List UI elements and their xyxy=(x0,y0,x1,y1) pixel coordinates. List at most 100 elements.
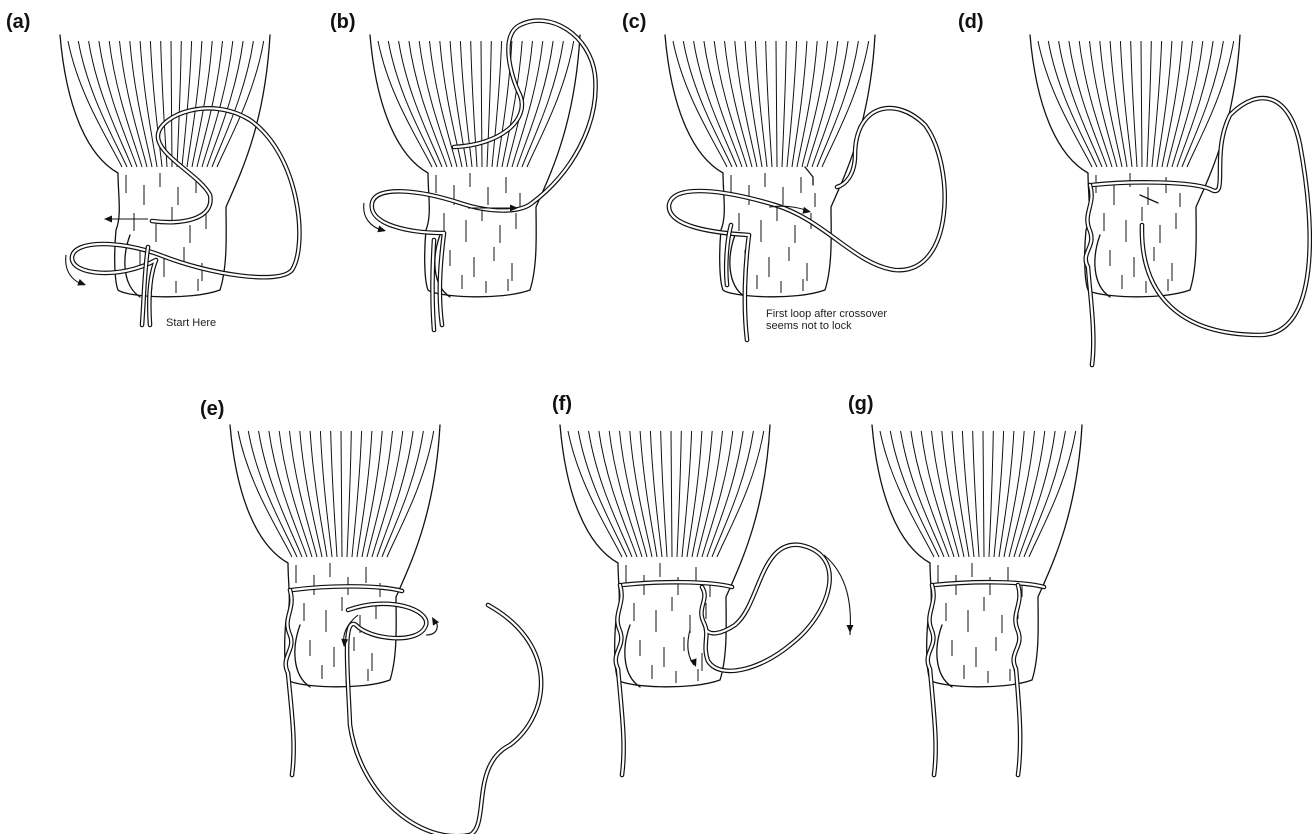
fiber-line xyxy=(983,431,984,557)
arrow-b-curl-head xyxy=(377,226,386,233)
fiber-line xyxy=(1182,41,1223,167)
fiber-line xyxy=(952,431,969,557)
fiber-line xyxy=(650,431,662,557)
fiber-line xyxy=(1157,41,1172,167)
fiber-line xyxy=(661,431,667,557)
broom-outline-f xyxy=(560,425,770,687)
fiber-line xyxy=(755,41,767,167)
annotation-first-loop-line2: seems not to lock xyxy=(766,320,852,332)
cord-b xyxy=(372,21,596,325)
fiber-line xyxy=(712,431,753,557)
fiber-line xyxy=(1059,41,1102,167)
cord-a-outline xyxy=(72,108,299,325)
broom-lobe-g xyxy=(937,625,952,687)
broom-g xyxy=(872,425,1082,775)
fiber-line xyxy=(177,41,181,167)
fiber-line xyxy=(1172,41,1203,167)
fiber-line xyxy=(320,431,332,557)
fiber-line xyxy=(1147,41,1151,167)
broom-outline-b xyxy=(370,35,580,297)
fiber-line xyxy=(817,41,858,167)
fiber-line xyxy=(187,41,202,167)
fiber-line xyxy=(341,431,342,557)
cord-e-right xyxy=(347,604,541,834)
fiber-line xyxy=(522,41,563,167)
fiber-line xyxy=(481,41,482,167)
broom-outline-d xyxy=(1030,35,1240,297)
fiber-line xyxy=(89,41,132,167)
fiber-line xyxy=(1141,41,1142,167)
fiber-line xyxy=(399,41,442,167)
broom-lobe-d xyxy=(1095,235,1110,297)
broom-c xyxy=(665,35,945,340)
broom-d xyxy=(1030,35,1310,365)
fiber-line xyxy=(766,41,772,167)
broom-outline-g xyxy=(872,425,1082,687)
broom-outline-c xyxy=(665,35,875,297)
fiber-line xyxy=(735,41,757,167)
panel-label-d: (d) xyxy=(958,11,984,33)
fiber-line xyxy=(942,431,964,557)
broom-outline-e xyxy=(230,425,440,687)
fiber-line xyxy=(382,431,423,557)
fiber-line xyxy=(202,41,233,167)
fiber-line xyxy=(792,41,807,167)
fiber-line xyxy=(989,431,993,557)
cord-f-right-outline xyxy=(701,545,829,671)
broom-lobe-f xyxy=(625,625,640,687)
broom-lobe-e xyxy=(295,625,310,687)
fiber-line xyxy=(212,41,253,167)
broom-f xyxy=(560,425,854,775)
fiber-line xyxy=(347,431,351,557)
broom-a xyxy=(60,35,299,325)
fiber-line xyxy=(471,41,477,167)
panel-label-b: (b) xyxy=(330,11,356,33)
broom-e xyxy=(230,425,541,834)
fiber-line xyxy=(702,431,733,557)
tuck-mark-c xyxy=(805,167,813,185)
fiber-line xyxy=(357,431,372,557)
annotation-start-here: Start Here xyxy=(166,317,216,329)
panel-label-g: (g) xyxy=(848,393,874,415)
panel-label-f: (f) xyxy=(552,393,572,415)
arrow-a-curl-head xyxy=(77,279,86,286)
fiber-line xyxy=(512,41,543,167)
fiber-line xyxy=(807,41,838,167)
fiber-line xyxy=(1120,41,1132,167)
fiber-line xyxy=(630,431,652,557)
panel-label-c: (c) xyxy=(622,11,646,33)
arrow-f-up-ignore-head xyxy=(847,625,854,633)
panel-label-a: (a) xyxy=(6,11,30,33)
fiber-line xyxy=(776,41,777,167)
broom-b xyxy=(364,21,596,330)
fiber-line xyxy=(130,41,152,167)
fiber-line xyxy=(999,431,1014,557)
fiber-line xyxy=(745,41,762,167)
fiber-line xyxy=(300,431,322,557)
cord-c-outline xyxy=(669,108,945,340)
fiber-line xyxy=(331,431,337,557)
fiber-line xyxy=(640,431,657,557)
panel-label-e: (e) xyxy=(200,398,224,420)
fiber-line xyxy=(140,41,157,167)
fiber-line xyxy=(487,41,491,167)
fiber-line xyxy=(259,431,302,557)
fiber-line xyxy=(962,431,974,557)
tuck-mark-d xyxy=(1140,195,1158,203)
fiber-line xyxy=(677,431,681,557)
fiber-line xyxy=(1131,41,1137,167)
cord-d xyxy=(1092,98,1310,335)
annotation-first-loop-line1: First loop after crossover xyxy=(766,308,887,320)
fiber-line xyxy=(782,41,786,167)
cord-e-right-outline xyxy=(347,604,541,834)
fiber-line xyxy=(589,431,632,557)
fiber-line xyxy=(687,431,702,557)
fiber-line xyxy=(310,431,327,557)
fiber-line xyxy=(973,431,979,557)
fiber-line xyxy=(901,431,944,557)
fiber-line xyxy=(372,431,403,557)
fiber-line xyxy=(671,431,672,557)
fiber-line xyxy=(1024,431,1065,557)
fiber-line xyxy=(694,41,737,167)
